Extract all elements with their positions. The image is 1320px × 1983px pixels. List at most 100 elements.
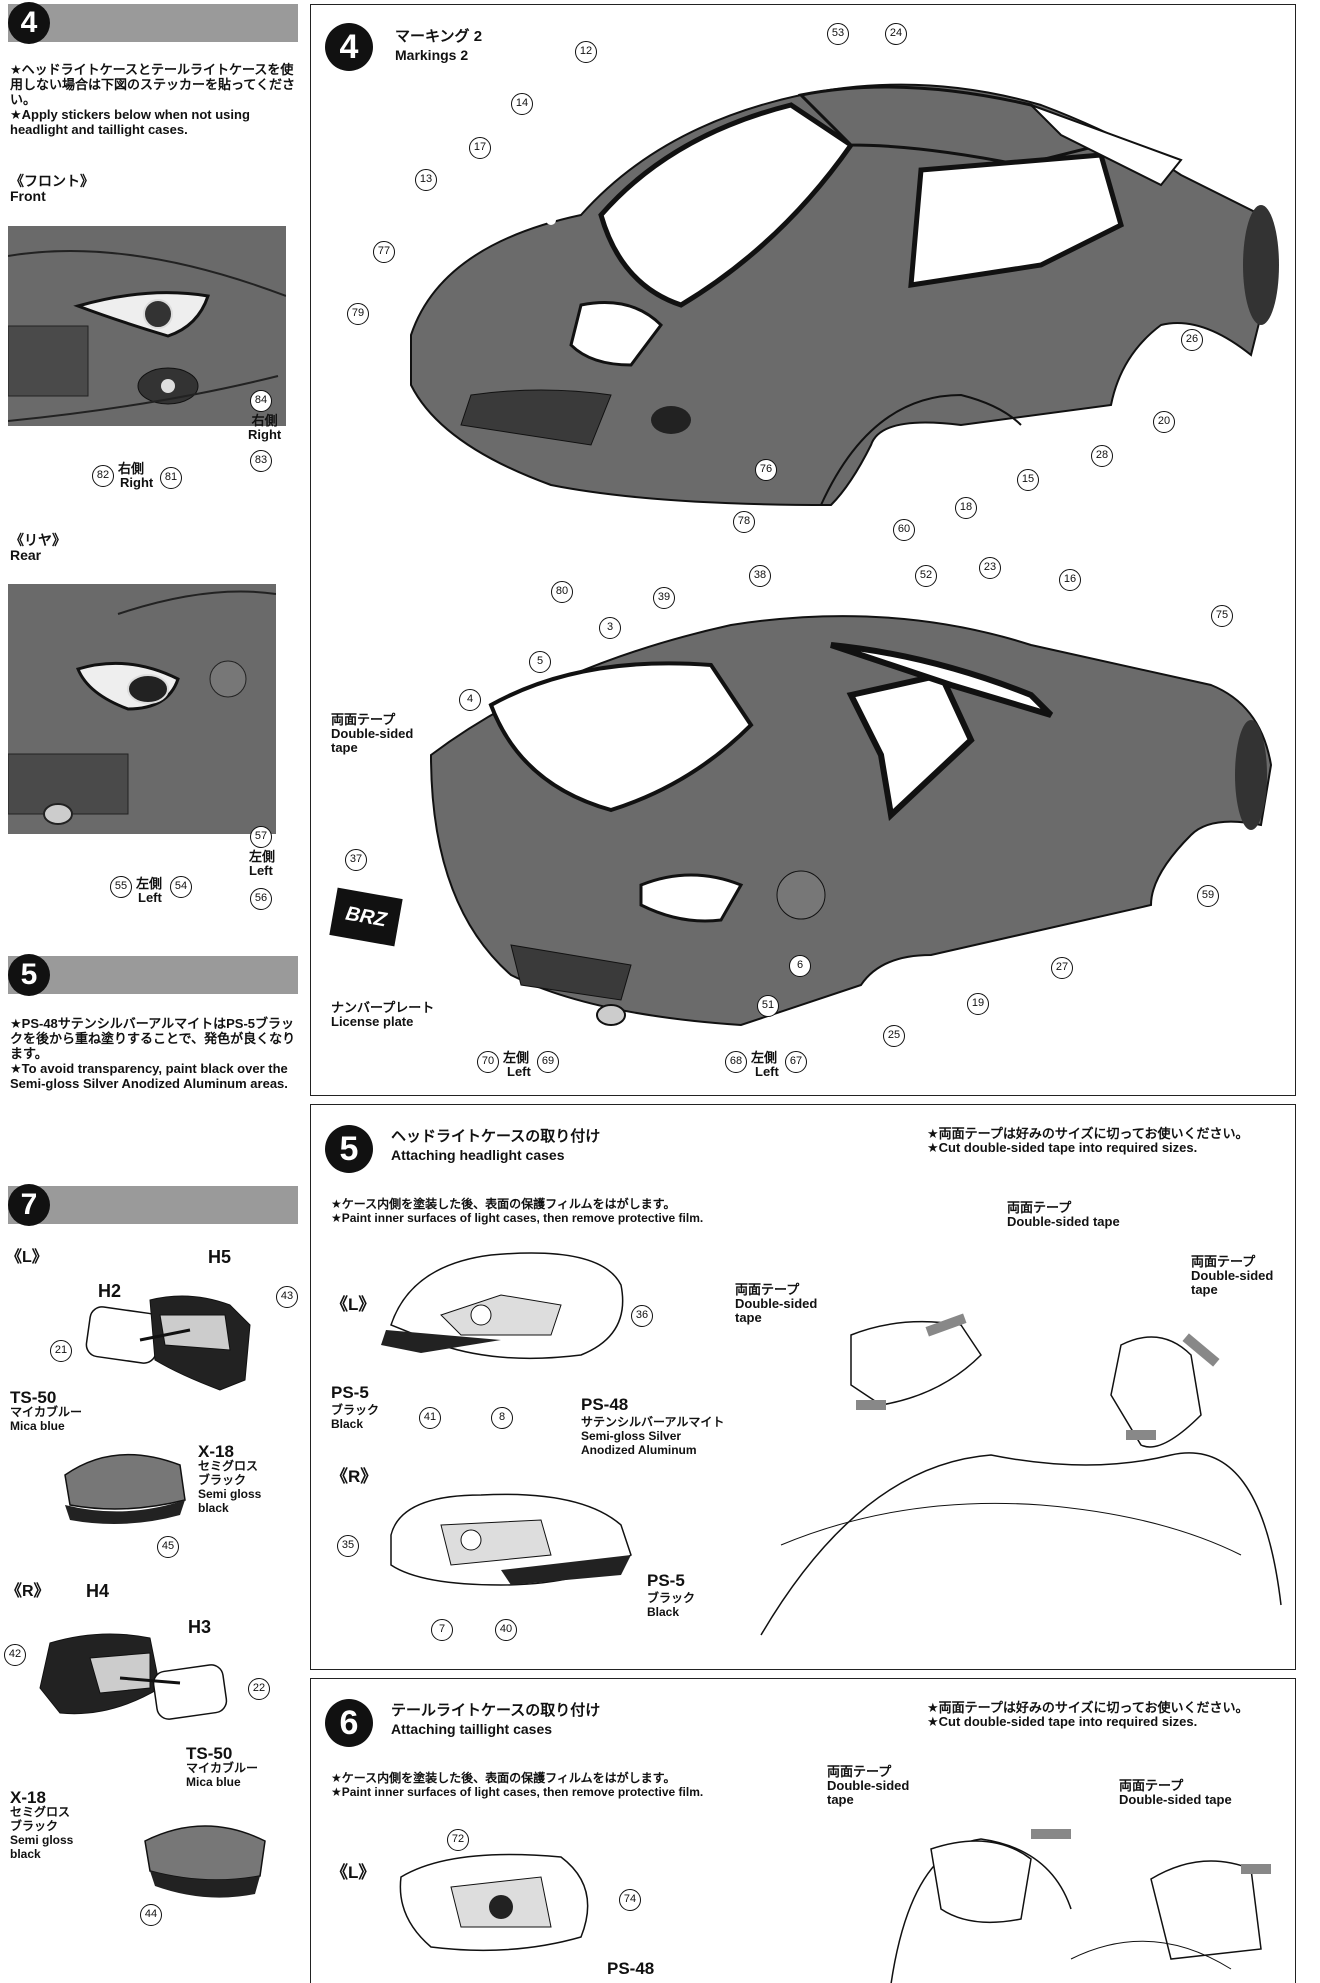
step7-header: 7 bbox=[8, 1184, 298, 1226]
part-number: 3 bbox=[599, 617, 621, 639]
body-rear-fitting-drawing bbox=[890, 1829, 1271, 1983]
inner-surface-note: ★ケース内側を塗装した後、表面の保護フィルムをはがします。 ★Paint inn… bbox=[331, 1771, 704, 1799]
part-number: 59 bbox=[1197, 885, 1219, 907]
part-number: 38 bbox=[749, 565, 771, 587]
ps48-label: PS-48 サテンシルバーアルマイト Semi-gloss Silver Ano… bbox=[581, 1395, 725, 1457]
part-number: 72 bbox=[447, 1829, 469, 1851]
part-number: 25 bbox=[883, 1025, 905, 1047]
headlight-panel: 5 ヘッドライトケースの取り付け Attaching headlight cas… bbox=[310, 1104, 1296, 1670]
front-bumper-drawing bbox=[8, 250, 286, 422]
right-label-2: 右側 Right bbox=[118, 461, 154, 490]
part-number: 70 bbox=[477, 1051, 499, 1073]
step5-header: 5 bbox=[8, 954, 298, 996]
tape-label-3: 両面テープ Double-sided tape bbox=[1191, 1254, 1274, 1297]
panel-title-en: Attaching headlight cases bbox=[391, 1147, 565, 1163]
front-sticker-photo bbox=[8, 226, 286, 426]
part-number: 54 bbox=[170, 876, 192, 898]
right-label: 右側 Right bbox=[248, 413, 282, 442]
part-number: 55 bbox=[110, 876, 132, 898]
step4-note: ★ヘッドライトケースとテールライトケースを使用しない場合は下図のステッカーを貼っ… bbox=[10, 62, 300, 137]
part-number: 26 bbox=[1181, 329, 1203, 351]
license-plate-sticker: BRZ bbox=[329, 887, 403, 947]
left-label-2: 左側 Left bbox=[503, 1050, 531, 1079]
ts50-label: TS-50 マイカブルー Mica blue bbox=[10, 1388, 83, 1433]
panel-number: 6 bbox=[325, 1699, 373, 1747]
part-number: 75 bbox=[1211, 605, 1233, 627]
tape-label-1: 両面テープ Double-sided tape bbox=[827, 1764, 910, 1807]
part-number: 18 bbox=[955, 497, 977, 519]
note-jp: ★ヘッドライトケースとテールライトケースを使用しない場合は下図のステッカーを貼っ… bbox=[10, 62, 295, 107]
panel-number: 4 bbox=[325, 23, 373, 71]
mirror-cover-right bbox=[144, 1825, 266, 1898]
part-number: 42 bbox=[4, 1644, 26, 1666]
right-side-label: 《R》 bbox=[331, 1467, 378, 1486]
panel-title-en: Markings 2 bbox=[395, 47, 469, 63]
part-number: 69 bbox=[537, 1051, 559, 1073]
tape-label-1: 両面テープ Double-sided tape bbox=[735, 1282, 818, 1325]
part-number: 36 bbox=[631, 1305, 653, 1327]
part-number: 22 bbox=[248, 1678, 270, 1700]
body-front-fitting-drawing bbox=[760, 1313, 1282, 1636]
part-number: 6 bbox=[789, 955, 811, 977]
part-number: 74 bbox=[619, 1889, 641, 1911]
part-number: 68 bbox=[725, 1051, 747, 1073]
panel-title-jp: テールライトケースの取り付け bbox=[391, 1702, 601, 1719]
part-number: 12 bbox=[575, 41, 597, 63]
part-number: 67 bbox=[785, 1051, 807, 1073]
part-number: 84 bbox=[250, 390, 272, 412]
tape-note: ★両面テープは好みのサイズに切ってお使いください。 ★Cut double-si… bbox=[927, 1700, 1249, 1729]
part-number: 51 bbox=[757, 995, 779, 1017]
car-rear-view bbox=[429, 615, 1273, 1027]
tape-label-2: 両面テープ Double-sided tape bbox=[1007, 1200, 1120, 1229]
panel-title-en: Attaching taillight cases bbox=[391, 1721, 553, 1737]
left-side-label: 《L》 bbox=[331, 1863, 376, 1882]
part-number: 82 bbox=[92, 465, 114, 487]
part-number: 83 bbox=[250, 450, 272, 472]
ps5-label-r: PS-5 ブラック Black bbox=[647, 1571, 696, 1619]
part-number: 23 bbox=[979, 557, 1001, 579]
part-number: 17 bbox=[469, 137, 491, 159]
rear-sticker-photo bbox=[8, 584, 276, 834]
part-number: 5 bbox=[529, 651, 551, 673]
taillight-left-drawing bbox=[399, 1853, 589, 1952]
tape-note: ★両面テープは好みのサイズに切ってお使いください。 ★Cut double-si… bbox=[927, 1126, 1249, 1155]
ps5-label: PS-5 ブラック Black bbox=[331, 1383, 380, 1431]
part-number: 39 bbox=[653, 587, 675, 609]
part-number: 45 bbox=[157, 1536, 179, 1558]
left-label: 左側 Left bbox=[249, 849, 276, 878]
left-label: 左側 Left bbox=[751, 1050, 779, 1079]
headlight-left-drawing bbox=[381, 1252, 624, 1360]
part-number: 57 bbox=[250, 826, 272, 848]
step4-header: 4 bbox=[8, 2, 298, 44]
note-en: ★Apply stickers below when not using hea… bbox=[10, 107, 250, 137]
part-number: 27 bbox=[1051, 957, 1073, 979]
part-number: 4 bbox=[459, 689, 481, 711]
part-number: 76 bbox=[755, 459, 777, 481]
part-number: 37 bbox=[345, 849, 367, 871]
part-number: 41 bbox=[419, 1407, 441, 1429]
part-number: 35 bbox=[337, 1535, 359, 1557]
part-number: 24 bbox=[885, 23, 907, 45]
part-number: 16 bbox=[1059, 569, 1081, 591]
part-number: 8 bbox=[491, 1407, 513, 1429]
mirror-right-drawing bbox=[39, 1633, 228, 1720]
part-number: 14 bbox=[511, 93, 533, 115]
part-number: 20 bbox=[1153, 411, 1175, 433]
part-h3: H3 bbox=[188, 1617, 212, 1637]
panel-title-jp: マーキング 2 bbox=[395, 28, 483, 45]
tape-label-2: 両面テープ Double-sided tape bbox=[1119, 1778, 1232, 1807]
step-number: 7 bbox=[8, 1184, 50, 1226]
part-number: 28 bbox=[1091, 445, 1113, 467]
mirror-cover-left bbox=[64, 1453, 186, 1524]
part-number: 77 bbox=[373, 241, 395, 263]
panel-title-jp: ヘッドライトケースの取り付け bbox=[391, 1128, 601, 1145]
part-number: 80 bbox=[551, 581, 573, 603]
part-h4: H4 bbox=[86, 1581, 110, 1601]
x18-label-r: X-18 セミグロス ブラック Semi gloss black bbox=[10, 1788, 74, 1861]
panel-number: 5 bbox=[325, 1125, 373, 1173]
part-number: 44 bbox=[140, 1904, 162, 1926]
right-side-label: 《R》 bbox=[6, 1583, 50, 1600]
car-front-view bbox=[410, 83, 1279, 507]
part-number: 19 bbox=[967, 993, 989, 1015]
part-number: 79 bbox=[347, 303, 369, 325]
